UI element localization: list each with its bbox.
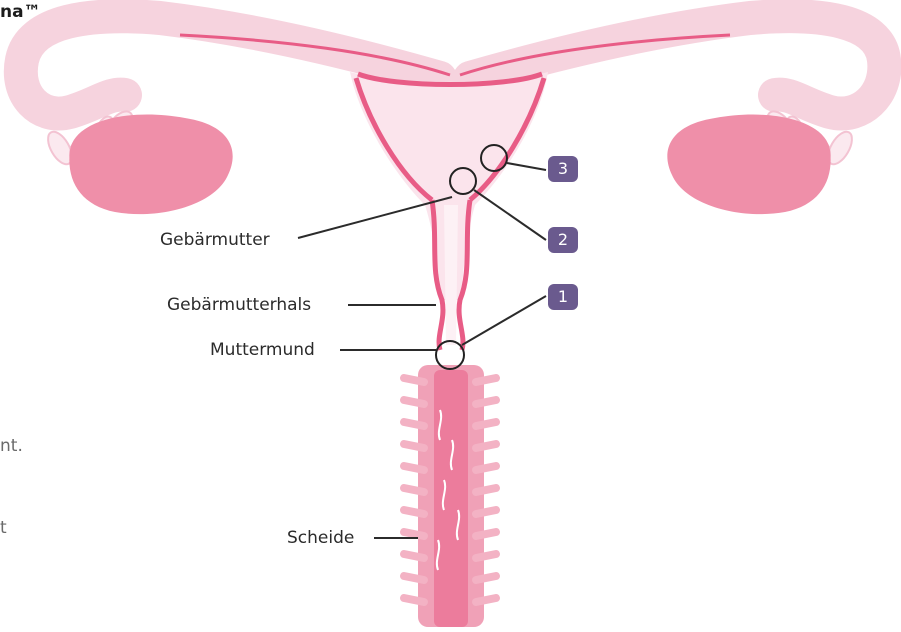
label-vagina: Scheide — [287, 528, 354, 548]
marker-badge-1: 1 — [548, 284, 578, 310]
marker-badge-3: 3 — [548, 156, 578, 182]
marker-badge-2: 2 — [548, 227, 578, 253]
side-text-line-2: t — [0, 518, 7, 538]
label-cervix: Gebärmutterhals — [167, 295, 311, 315]
left-ovary — [69, 115, 232, 215]
side-text-line-1: nt. — [0, 436, 23, 456]
right-ovary — [667, 115, 830, 215]
label-uterus: Gebärmutter — [160, 230, 270, 250]
label-cervical-os: Muttermund — [210, 340, 315, 360]
marker-circle-1 — [436, 341, 464, 369]
